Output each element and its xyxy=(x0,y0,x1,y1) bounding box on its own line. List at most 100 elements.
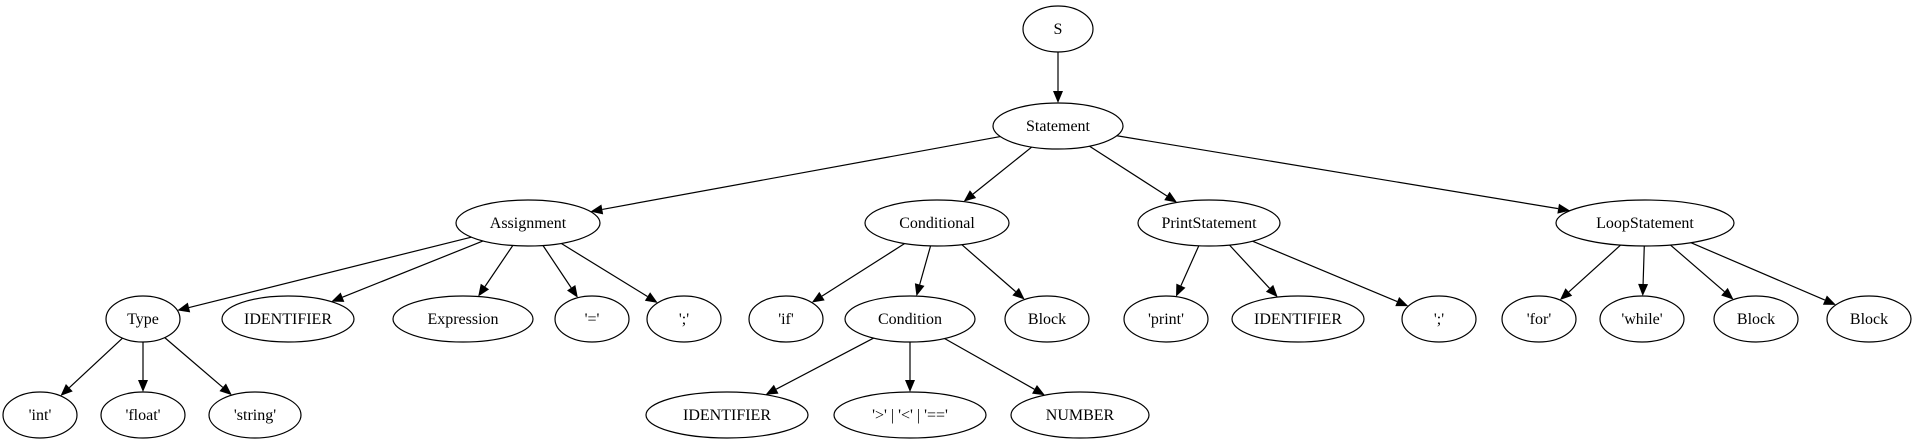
node-label: Statement xyxy=(1026,118,1091,135)
edge-line xyxy=(68,337,123,389)
edge-conditional-to-condition xyxy=(914,245,932,297)
edge-loopstatement-to-while xyxy=(1638,245,1649,297)
node-label: 'float' xyxy=(125,407,160,424)
node-ellipse xyxy=(1599,295,1685,343)
edge-line xyxy=(1180,245,1200,286)
arrowhead-icon xyxy=(138,380,148,392)
edge-line xyxy=(775,337,874,390)
edge-assignment-to-assign_equals xyxy=(542,245,578,298)
edge-line xyxy=(1228,244,1270,289)
arrowhead-icon xyxy=(60,384,73,396)
node-label: '>' | '<' | '==' xyxy=(872,407,948,424)
arrowhead-icon xyxy=(1395,296,1409,307)
arrowhead-icon xyxy=(1822,295,1836,305)
node-condition: Condition xyxy=(844,295,976,343)
node-ellipse xyxy=(1231,295,1365,343)
node-ellipse xyxy=(1826,295,1912,343)
edge-assignment-to-assign_semicolon xyxy=(560,242,658,303)
node-ellipse xyxy=(645,391,809,439)
node-label: IDENTIFIER xyxy=(1254,311,1342,328)
node-ellipse xyxy=(554,295,630,343)
edge-line xyxy=(602,135,1001,210)
node-label: Conditional xyxy=(899,215,975,232)
node-label: IDENTIFIER xyxy=(244,311,332,328)
arrowhead-icon xyxy=(1638,283,1649,297)
node-label: IDENTIFIER xyxy=(683,407,771,424)
arrowhead-icon xyxy=(1053,91,1063,103)
arrowhead-icon xyxy=(914,283,925,297)
edge-statement-to-conditional xyxy=(963,146,1033,202)
arrowhead-icon xyxy=(1721,287,1734,300)
edge-condition-to-number xyxy=(944,337,1045,396)
edge-line xyxy=(1690,242,1826,301)
edge-line xyxy=(1670,244,1725,293)
node-statement: Statement xyxy=(992,102,1124,150)
node-expression: Expression xyxy=(392,295,534,343)
edge-condition-to-comparator xyxy=(905,342,915,392)
node-label: NUMBER xyxy=(1046,407,1115,424)
edge-assignment-to-type xyxy=(177,236,472,313)
arrowhead-icon xyxy=(567,284,578,298)
node-label: Expression xyxy=(427,311,498,328)
node-ellipse xyxy=(100,391,186,439)
node-ellipse xyxy=(992,102,1124,150)
edge-condition-to-condition_identifier xyxy=(765,337,874,395)
node-label: Type xyxy=(127,311,159,328)
node-loopstatement: LoopStatement xyxy=(1555,199,1735,247)
edge-line xyxy=(1642,245,1645,285)
edge-type-to-string xyxy=(164,337,232,396)
edge-line xyxy=(944,337,1035,390)
node-label: 'if' xyxy=(778,311,794,328)
node-label: 'int' xyxy=(29,407,52,424)
node-ellipse xyxy=(748,295,824,343)
node-float: 'float' xyxy=(100,391,186,439)
edge-line xyxy=(342,240,484,298)
arrowhead-icon xyxy=(1559,288,1573,301)
edge-type-to-float xyxy=(138,342,148,392)
node-loop-block-2: Block xyxy=(1826,295,1912,343)
edge-loopstatement-to-loop_block_1 xyxy=(1670,244,1734,300)
node-ellipse xyxy=(1555,199,1735,247)
edge-line xyxy=(821,243,905,297)
node-ellipse xyxy=(1401,295,1477,343)
node-condition-identifier: IDENTIFIER xyxy=(645,391,809,439)
node-label: Block xyxy=(1737,311,1775,328)
node-while: 'while' xyxy=(1599,295,1685,343)
edge-printstatement-to-print_identifier xyxy=(1228,244,1278,298)
edge-s-to-statement xyxy=(1053,52,1063,103)
node-label: PrintStatement xyxy=(1161,215,1257,232)
edge-loopstatement-to-loop_block_2 xyxy=(1690,242,1836,305)
edge-printstatement-to-print xyxy=(1176,245,1200,297)
node-label: 'string' xyxy=(234,407,276,424)
node-label: Condition xyxy=(878,311,942,328)
node-s: S xyxy=(1022,5,1094,53)
node-print: 'print' xyxy=(1123,295,1209,343)
node-print-semicolon: ';' xyxy=(1401,295,1477,343)
node-int: 'int' xyxy=(2,391,78,439)
edge-type-to-int xyxy=(60,337,123,396)
node-ellipse xyxy=(646,295,722,343)
node-print-identifier: IDENTIFIER xyxy=(1231,295,1365,343)
node-assign-semicolon: ';' xyxy=(646,295,722,343)
node-comparator: '>' | '<' | '==' xyxy=(833,391,987,439)
edge-line xyxy=(542,245,572,289)
node-ellipse xyxy=(105,295,181,343)
node-ellipse xyxy=(844,295,976,343)
node-ellipse xyxy=(455,199,601,247)
arrowhead-icon xyxy=(331,292,345,302)
arrowhead-icon xyxy=(590,204,604,215)
arrowhead-icon xyxy=(177,302,191,313)
edge-line xyxy=(188,236,472,309)
edge-line xyxy=(164,337,224,388)
node-ellipse xyxy=(1501,295,1577,343)
node-label: 'print' xyxy=(1148,311,1184,328)
node-number: NUMBER xyxy=(1010,391,1150,439)
node-label: 'while' xyxy=(1621,311,1662,328)
arrowhead-icon xyxy=(811,291,825,303)
edge-line xyxy=(919,245,932,285)
node-type: Type xyxy=(105,295,181,343)
node-ellipse xyxy=(864,199,1010,247)
edge-statement-to-loopstatement xyxy=(1116,135,1571,214)
edge-line xyxy=(972,146,1033,195)
